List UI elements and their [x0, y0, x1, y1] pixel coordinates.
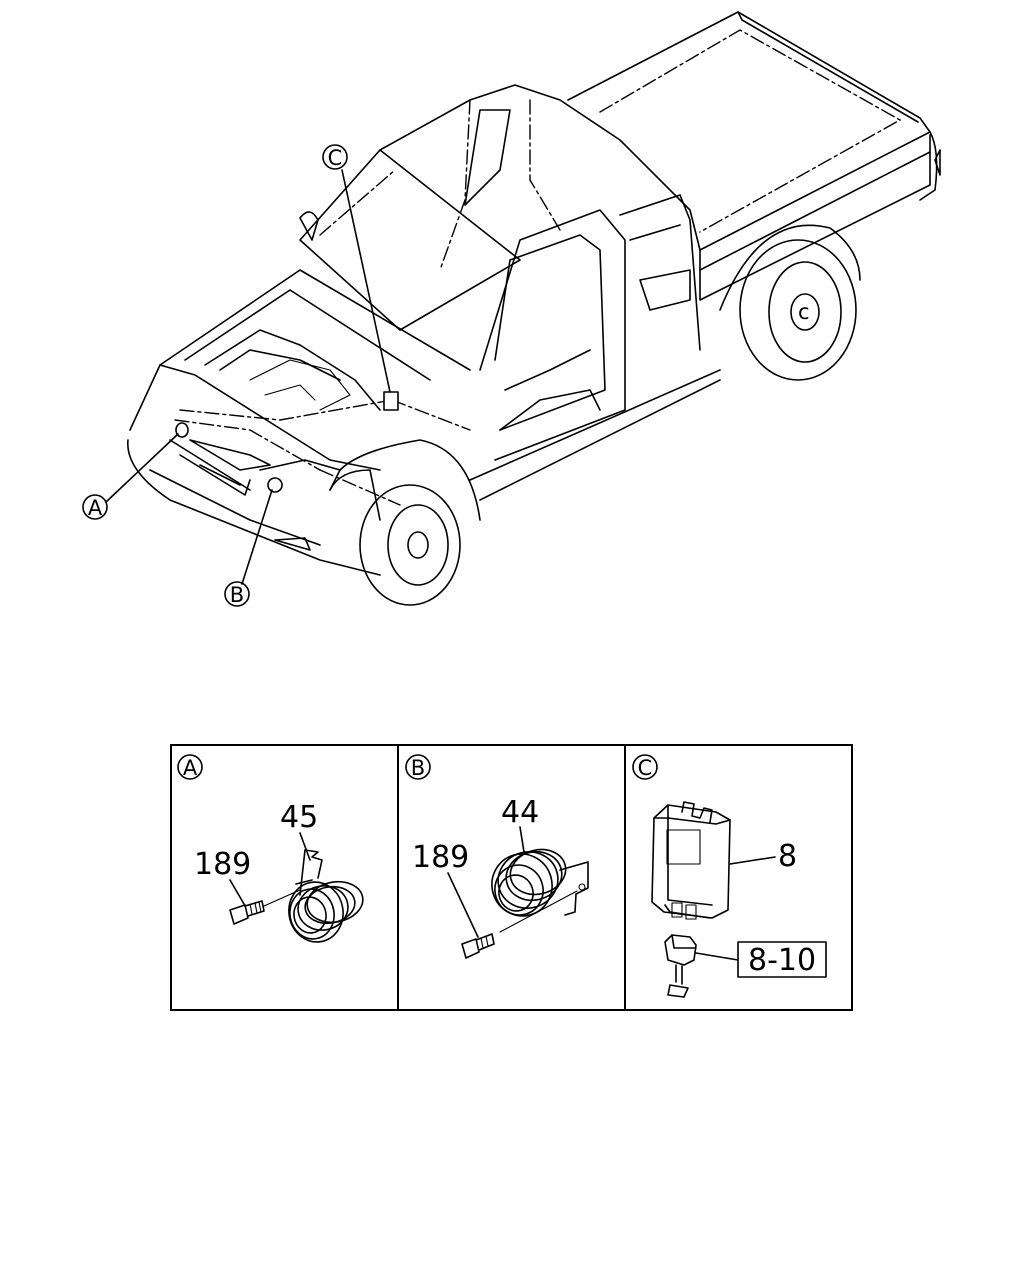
part-number-189-a: 189 — [194, 847, 251, 882]
bolt-icon — [461, 933, 495, 959]
bolt-icon — [229, 889, 301, 925]
pickup-truck-illustration: c — [127, 11, 941, 606]
connector-icon — [664, 934, 697, 998]
panel-a: A 45 189 — [177, 754, 364, 943]
callout-a: A — [82, 494, 108, 520]
callout-b: B — [224, 581, 250, 607]
svg-text:A: A — [183, 756, 198, 780]
svg-text:B: B — [230, 583, 244, 607]
panel-b: B 44 189 — [405, 754, 589, 959]
horn-icon — [491, 848, 567, 917]
callout-leaders — [105, 169, 391, 585]
horn-bracket — [299, 849, 323, 896]
panel-c-letter: C — [632, 754, 658, 780]
detail-panels — [170, 744, 853, 1011]
control-module-icon — [651, 801, 731, 920]
part-number-box — [737, 941, 827, 978]
part-number-8-10: 8-10 — [748, 943, 816, 978]
panel-b-letter: B — [405, 754, 431, 780]
horn-bracket — [559, 861, 589, 916]
panel-a-letter: A — [177, 754, 203, 780]
svg-text:A: A — [88, 496, 103, 520]
svg-text:C: C — [638, 756, 653, 780]
panel-c: C 8 8-10 — [632, 754, 827, 998]
part-number-189-b: 189 — [412, 840, 469, 875]
part-number-44: 44 — [501, 795, 539, 830]
svg-text:B: B — [411, 756, 425, 780]
part-number-45: 45 — [280, 800, 318, 835]
svg-text:c: c — [798, 300, 810, 324]
horn-icon — [288, 879, 364, 943]
svg-text:C: C — [328, 146, 343, 170]
part-number-8: 8 — [778, 839, 797, 874]
callout-c: C — [322, 144, 348, 170]
